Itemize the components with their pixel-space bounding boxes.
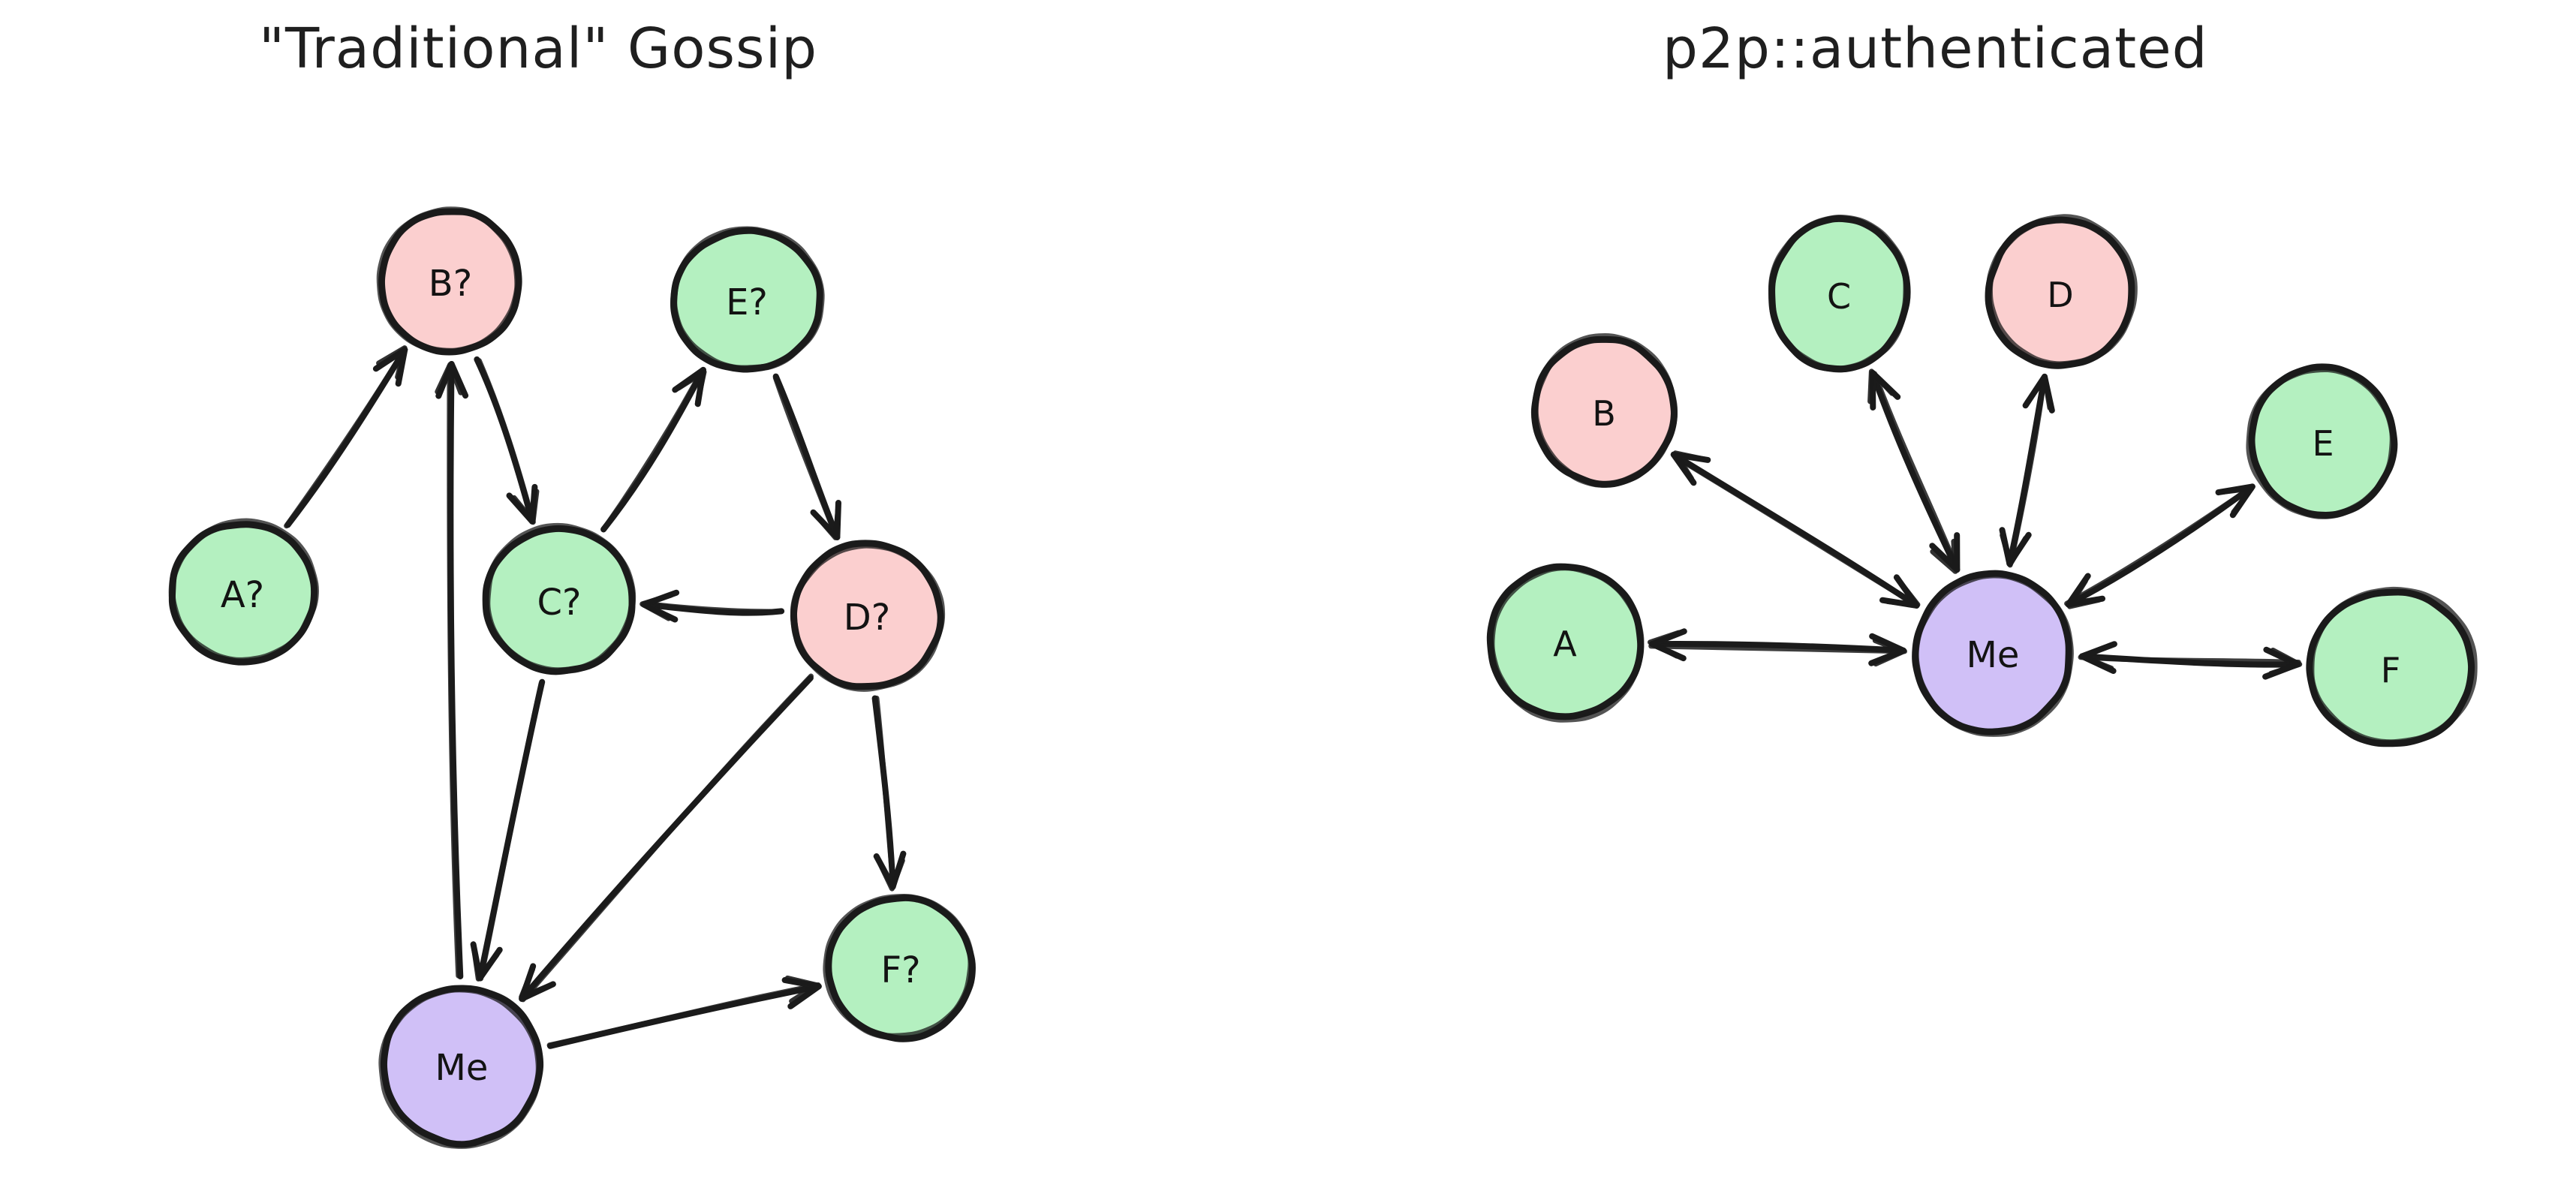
node-p2p-authenticated-C[interactable]: C bbox=[1768, 214, 1911, 373]
edge-traditional-gossip-D-to-C bbox=[639, 589, 785, 623]
titles-layer: "Traditional" Gossip p2p::authenticated bbox=[259, 17, 2208, 81]
edge-traditional-gossip-B-to-C bbox=[474, 356, 540, 525]
node-p2p-authenticated-F[interactable]: F bbox=[2306, 586, 2478, 747]
node-label-p2p-authenticated-B: B bbox=[1592, 393, 1616, 434]
node-label-p2p-authenticated-A: A bbox=[1553, 624, 1577, 664]
node-traditional-gossip-A[interactable]: A? bbox=[168, 518, 319, 666]
node-label-p2p-authenticated-C: C bbox=[1827, 276, 1851, 317]
edge-traditional-gossip-C-to-Me bbox=[470, 678, 546, 982]
node-label-traditional-gossip-E: E? bbox=[726, 281, 768, 323]
edge-traditional-gossip-D-to-F bbox=[871, 695, 907, 892]
node-label-p2p-authenticated-F: F bbox=[2381, 650, 2400, 690]
node-label-traditional-gossip-D: D? bbox=[844, 597, 890, 639]
edge-p2p-authenticated-Me-to-A bbox=[1648, 628, 1907, 667]
node-label-traditional-gossip-A: A? bbox=[221, 574, 264, 616]
panel-title-traditional-gossip: "Traditional" Gossip bbox=[259, 17, 817, 81]
edge-traditional-gossip-E-to-D bbox=[772, 373, 841, 540]
edge-p2p-authenticated-Me-to-D bbox=[1999, 373, 2055, 568]
node-label-p2p-authenticated-D: D bbox=[2047, 275, 2073, 315]
node-label-traditional-gossip-Me: Me bbox=[435, 1047, 489, 1089]
node-traditional-gossip-Me[interactable]: Me bbox=[378, 985, 544, 1149]
node-traditional-gossip-D[interactable]: D? bbox=[790, 540, 946, 692]
node-label-traditional-gossip-F: F? bbox=[880, 949, 920, 991]
node-label-p2p-authenticated-Me: Me bbox=[1967, 634, 2020, 676]
node-p2p-authenticated-A[interactable]: A bbox=[1486, 563, 1645, 723]
node-label-traditional-gossip-C: C? bbox=[537, 582, 582, 624]
node-label-traditional-gossip-B: B? bbox=[429, 263, 472, 305]
node-label-p2p-authenticated-E: E bbox=[2312, 423, 2334, 464]
nodes-layer: B? E? A? C? D? F? Me C D B E A Me F bbox=[168, 206, 2478, 1149]
node-traditional-gossip-F[interactable]: F? bbox=[823, 894, 976, 1042]
edges-layer bbox=[284, 345, 2303, 1049]
edge-traditional-gossip-D-to-Me bbox=[519, 673, 814, 1003]
edge-traditional-gossip-C-to-E bbox=[600, 366, 707, 533]
edge-p2p-authenticated-Me-to-F bbox=[2078, 641, 2303, 680]
edge-p2p-authenticated-Me-to-B bbox=[1670, 450, 1921, 609]
edge-traditional-gossip-A-to-B bbox=[284, 345, 408, 529]
edge-traditional-gossip-Me-to-F bbox=[546, 975, 822, 1049]
node-p2p-authenticated-B[interactable]: B bbox=[1530, 332, 1678, 488]
edge-p2p-authenticated-Me-to-E bbox=[2064, 483, 2256, 609]
node-traditional-gossip-E[interactable]: E? bbox=[670, 226, 825, 373]
node-p2p-authenticated-Me[interactable]: Me bbox=[1912, 570, 2074, 737]
node-p2p-authenticated-E[interactable]: E bbox=[2246, 363, 2398, 519]
node-traditional-gossip-B[interactable]: B? bbox=[376, 206, 522, 356]
node-p2p-authenticated-D[interactable]: D bbox=[1985, 214, 2138, 369]
node-traditional-gossip-C[interactable]: C? bbox=[482, 522, 636, 675]
edge-p2p-authenticated-Me-to-C bbox=[1867, 368, 1961, 574]
panel-title-p2p-authenticated: p2p::authenticated bbox=[1663, 17, 2208, 81]
edge-traditional-gossip-Me-to-B bbox=[435, 361, 469, 979]
